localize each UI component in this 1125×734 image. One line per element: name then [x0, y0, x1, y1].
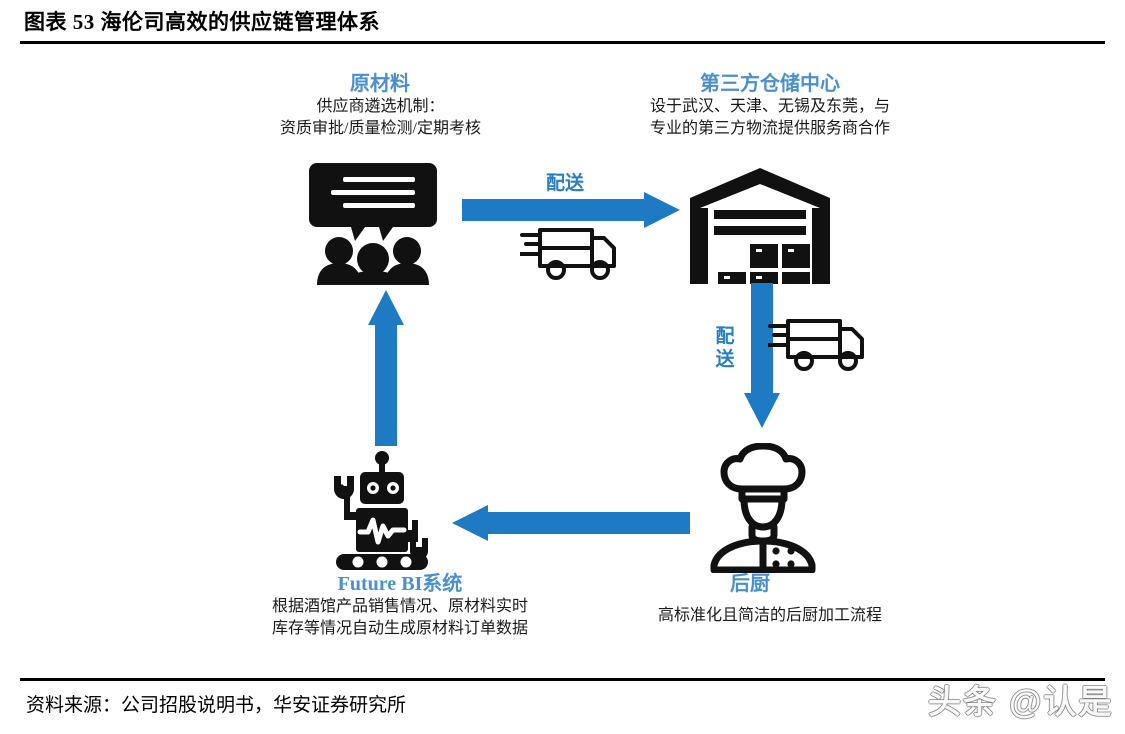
arrow-raw-to-warehouse	[462, 192, 680, 233]
arrow-warehouse-to-kitchen	[744, 283, 780, 433]
flow-label-warehouse-to-kitchen: 配 送	[714, 325, 736, 371]
node-label-raw-material: 原材料	[350, 73, 410, 95]
footer-divider	[20, 678, 1105, 681]
node-desc-raw-material: 供应商遴选机制： 资质审批/质量检测/定期考核	[233, 96, 528, 140]
delivery-truck-icon	[766, 313, 868, 376]
flow-label-char: 送	[715, 349, 735, 370]
node-desc-line: 高标准化且简洁的后厨加工流程	[657, 607, 882, 624]
node-desc-line: 设于武汉、天津、无锡及东莞，与 专业的第三方物流提供服务商合作	[649, 98, 890, 137]
arrow-kitchen-to-bi	[452, 505, 690, 546]
node-desc-line: 根据酒馆产品销售情况、原材料实时 库存等情况自动生成原材料订单数据	[271, 598, 528, 637]
node-desc-third-party-warehouse: 设于武汉、天津、无锡及东莞，与 专业的第三方物流提供服务商合作	[605, 96, 935, 140]
node-desc-back-kitchen: 高标准化且简洁的后厨加工流程	[610, 605, 930, 627]
flow-label-char: 配	[715, 326, 735, 347]
node-desc-line: 供应商遴选机制： 资质审批/质量检测/定期考核	[280, 98, 481, 137]
flow-label-raw-to-warehouse: 配送	[545, 173, 584, 194]
watermark: 头条 @认是	[928, 683, 1114, 720]
page-title: 图表 53 海伦司高效的供应链管理体系	[24, 10, 380, 34]
node-label-third-party-warehouse: 第三方仓储中心	[700, 73, 840, 95]
node-label-future-bi-system: Future BI系统	[337, 573, 463, 595]
source-note: 资料来源：公司招股说明书，华安证券研究所	[26, 695, 407, 716]
chef-icon	[700, 442, 826, 578]
delivery-truck-icon	[518, 222, 620, 285]
robot-icon	[322, 450, 442, 575]
warehouse-icon	[690, 168, 830, 289]
node-desc-future-bi-system: 根据酒馆产品销售情况、原材料实时 库存等情况自动生成原材料订单数据	[215, 596, 585, 640]
title-divider	[20, 41, 1105, 44]
figure-title-bar: 图表 53 海伦司高效的供应链管理体系	[24, 8, 1101, 38]
node-label-back-kitchen: 后厨	[730, 573, 770, 595]
arrow-bi-to-raw-material	[368, 281, 404, 451]
people-speech-bubble-icon	[305, 163, 441, 290]
